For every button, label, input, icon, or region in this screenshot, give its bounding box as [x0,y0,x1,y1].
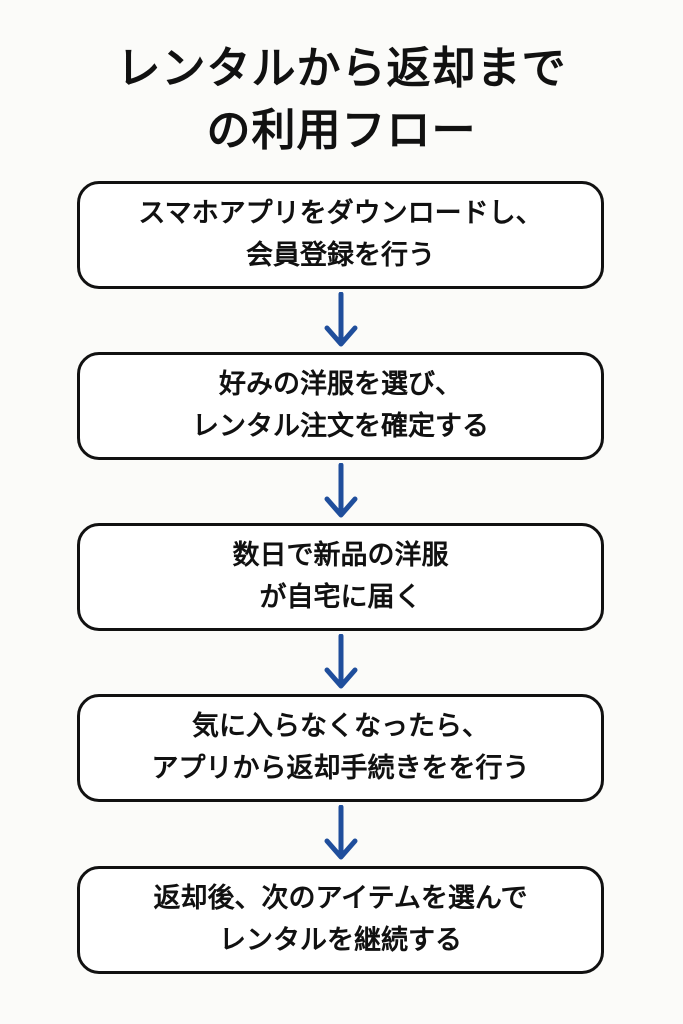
step-2-box: 好みの洋服を選び、 レンタル注文を確定する [77,352,604,460]
step-3-line-1: 数日で新品の洋服 [232,540,449,571]
step-4-line-1: 気に入らなくなったら、 [192,711,489,742]
step-3-line-2: が自宅に届く [259,582,422,613]
step-4-box: 気に入らなくなったら、 アプリから返却手続きをを行う [77,694,604,802]
step-3-box: 数日で新品の洋服 が自宅に届く [77,523,604,631]
step-4-line-2: アプリから返却手続きをを行う [151,753,530,784]
arrow-down-icon [324,292,358,347]
step-5-line-2: レンタルを継続する [219,925,462,956]
arrow-down-icon [324,805,358,860]
title-line-1: レンタルから返却まで [116,43,567,94]
step-2-line-1: 好みの洋服を選び、 [219,369,462,400]
step-1-line-1: スマホアプリをダウンロードし、 [138,198,543,229]
diagram-title: レンタルから返却まで の利用フロー [0,38,683,162]
step-1-line-2: 会員登録を行う [246,240,435,271]
step-2-line-2: レンタル注文を確定する [192,411,489,442]
step-5-line-1: 返却後、次のアイテムを選んで [153,883,528,914]
arrow-down-icon [324,634,358,689]
arrow-down-icon [324,463,358,518]
step-1-box: スマホアプリをダウンロードし、 会員登録を行う [77,181,604,289]
title-line-2: の利用フロー [206,105,477,156]
step-5-box: 返却後、次のアイテムを選んで レンタルを継続する [77,866,604,974]
